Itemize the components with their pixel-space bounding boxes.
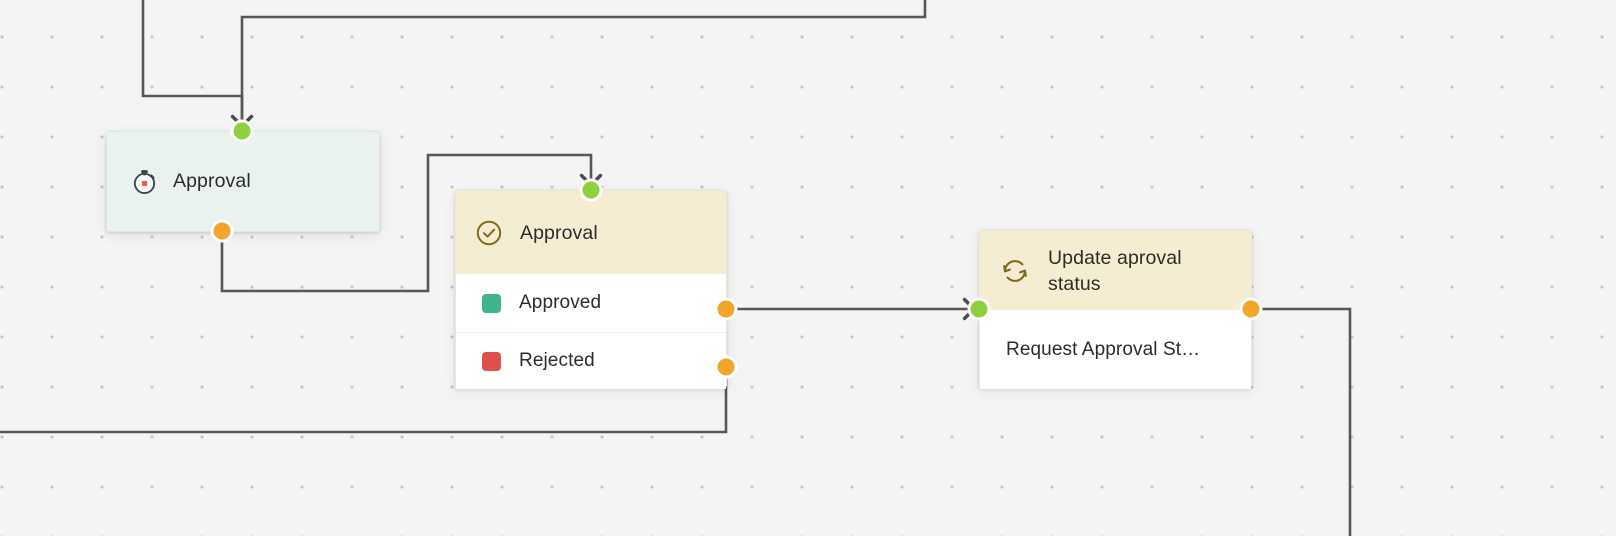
status-swatch-approved [482, 293, 501, 313]
node-body: Approved Rejected [456, 274, 726, 389]
check-circle-icon [474, 218, 504, 248]
output-port-approved[interactable] [714, 297, 738, 321]
refresh-icon [998, 254, 1032, 288]
input-port[interactable] [967, 297, 991, 321]
node-approval-decision[interactable]: Approval Approved Rejected [455, 190, 727, 389]
node-header[interactable]: Update aproval status [980, 231, 1251, 310]
node-body: Request Approval St… [980, 310, 1251, 389]
row-rejected[interactable]: Rejected [456, 332, 726, 389]
node-title: Approval [520, 221, 598, 244]
input-port[interactable] [230, 119, 254, 143]
status-swatch-rejected [482, 351, 501, 371]
node-approval-timer[interactable]: Approval [106, 131, 380, 232]
node-update-approval-status[interactable]: Update aproval status Request Approval S… [979, 230, 1252, 389]
node-title: Approval [173, 170, 251, 192]
row-request-approval-status[interactable]: Request Approval St… [980, 310, 1251, 389]
row-label: Request Approval St… [1006, 338, 1201, 360]
stopwatch-icon [129, 167, 159, 197]
edge-rejected-to-offscreen-left[interactable] [0, 367, 728, 434]
row-label: Approved [519, 292, 602, 313]
edge-update-status-to-offscreen-bottom[interactable] [1251, 307, 1352, 536]
row-approved[interactable]: Approved [456, 274, 726, 332]
node-title: Update aproval status [1048, 246, 1182, 295]
output-port[interactable] [1239, 297, 1263, 321]
node-header[interactable]: Approval [456, 191, 726, 274]
edge-offscreen-left-to-approval-timer[interactable] [141, 0, 244, 124]
input-port[interactable] [579, 178, 603, 202]
edge-approval-timer-to-offscreen-right[interactable] [240, 0, 927, 124]
row-label: Rejected [519, 350, 595, 371]
output-port-rejected[interactable] [714, 355, 738, 379]
edge-approval-timer-to-approval-decision[interactable] [220, 153, 593, 293]
output-port[interactable] [210, 219, 234, 243]
